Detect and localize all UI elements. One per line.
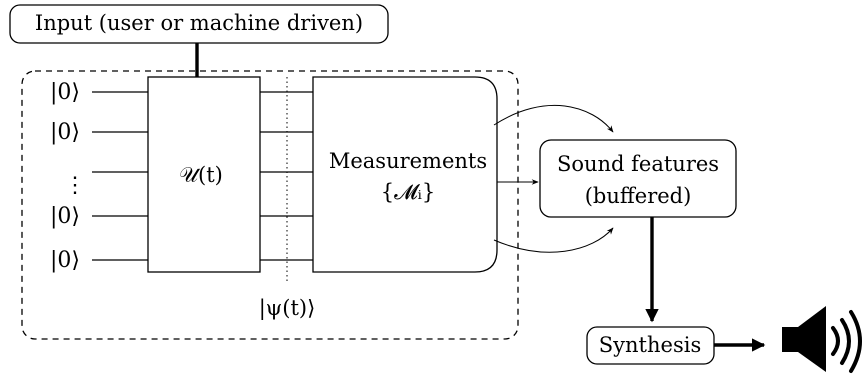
qubit-input-wires [92,91,148,261]
unitary-gate: 𝒰(t) [147,76,261,273]
qubit-ket-4: |0⟩ [50,248,80,273]
qubit-ellipsis: ⋮ [64,173,86,198]
state-label: |ψ(t)⟩ [259,296,316,321]
quantum-system-boundary [21,70,519,340]
input-label: Input (user or machine driven) [35,11,363,35]
input-box [9,4,389,44]
measurements-title: Measurements [329,149,487,173]
synthesis-label: Synthesis [599,333,701,357]
measurements-node: Measurements {𝓜ᵢ} [312,76,498,273]
sound-features-node: Sound features (buffered) [539,139,737,218]
qubit-ket-3: |0⟩ [50,204,80,229]
qubit-ket-2: |0⟩ [50,120,80,145]
measurements-set: {𝓜ᵢ} [381,180,435,204]
measurement-to-features-arrows [493,104,614,253]
sound-features-title: Sound features [557,152,719,176]
speaker-icon [782,306,862,373]
unitary-label: 𝒰(t) [179,163,223,187]
qubit-ket-1: |0⟩ [50,80,80,105]
synthesis-node: Synthesis [586,326,715,365]
sound-features-subtitle: (buffered) [585,184,692,208]
input-node: Input (user or machine driven) [9,4,389,44]
